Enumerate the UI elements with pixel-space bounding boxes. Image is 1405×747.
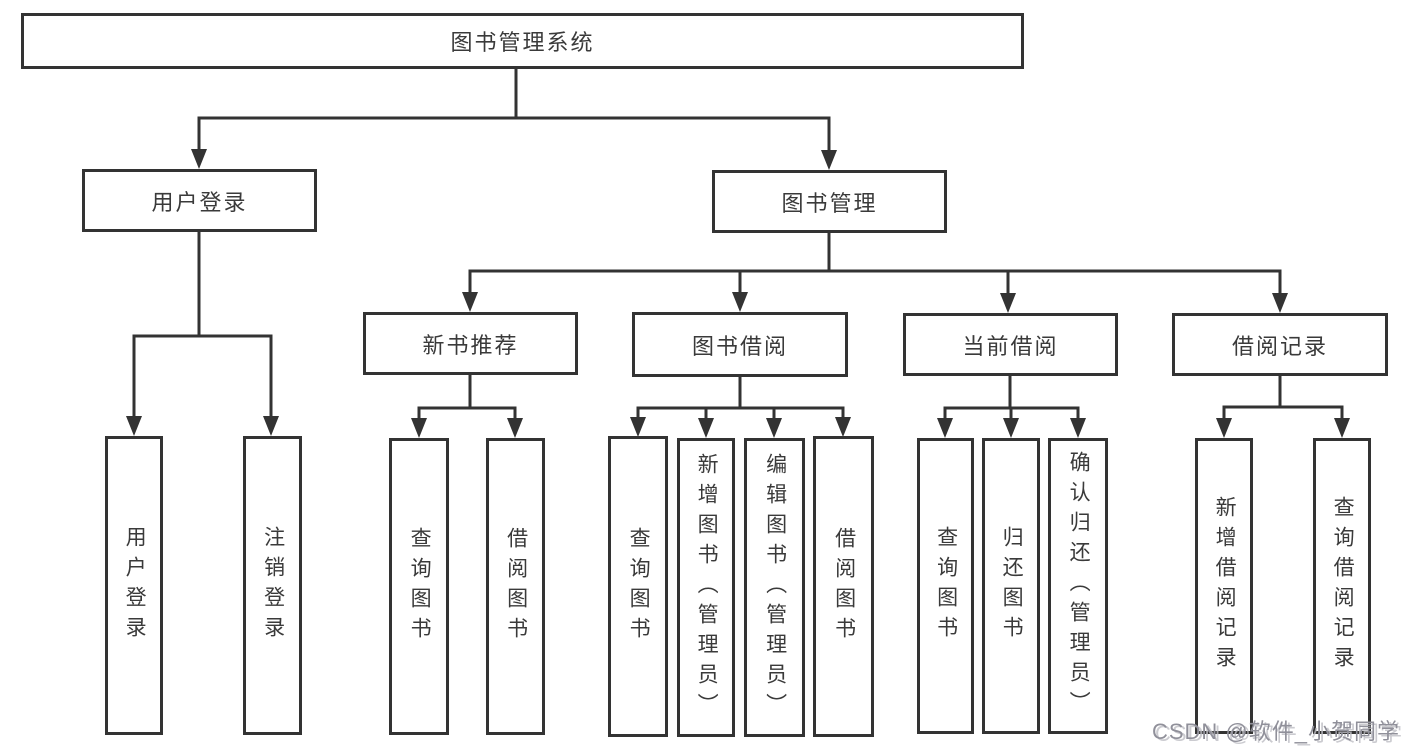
node-current-borrowing-label: 当前借阅	[962, 333, 1059, 359]
leaf-nbr-query-books-label: 查询图书	[408, 526, 432, 647]
leaf-br-add-record: 新增借阅记录	[1195, 438, 1253, 734]
node-book-borrowing-label: 图书借阅	[691, 333, 788, 359]
leaf-nbr-query-books: 查询图书	[389, 438, 449, 735]
node-library-system: 图书管理系统	[21, 13, 1024, 69]
leaf-bb-borrow-books-label: 借阅图书	[832, 526, 856, 647]
node-borrowing-records: 借阅记录	[1172, 313, 1388, 376]
leaf-br-query-record: 查询借阅记录	[1313, 438, 1371, 734]
leaf-cb-confirm-return-admin: 确认归还（管理员）	[1048, 438, 1108, 734]
leaf-cb-query-books: 查询图书	[917, 438, 974, 734]
leaf-bb-query-books: 查询图书	[608, 436, 668, 737]
leaf-logout: 注销登录	[243, 436, 302, 735]
connector-book-management-branch	[462, 231, 1288, 313]
node-library-system-label: 图书管理系统	[450, 30, 595, 55]
leaf-user-login-label: 用户登录	[123, 525, 147, 646]
connector-user-login-branch	[126, 230, 279, 436]
leaf-br-query-record-label: 查询借阅记录	[1331, 496, 1355, 676]
leaf-logout-label: 注销登录	[261, 525, 285, 646]
leaf-cb-return-books: 归还图书	[982, 438, 1040, 734]
node-user-login-label: 用户登录	[151, 189, 248, 215]
node-new-book-recommendation-label: 新书推荐	[422, 332, 519, 358]
node-book-borrowing: 图书借阅	[632, 312, 848, 377]
leaf-bb-add-books-admin-label: 新增图书（管理员）	[695, 452, 719, 723]
leaf-bb-add-books-admin: 新增图书（管理员）	[677, 438, 735, 737]
leaf-nbr-borrow-books: 借阅图书	[486, 438, 545, 735]
connector-root-to-level2	[191, 67, 837, 170]
node-new-book-recommendation: 新书推荐	[363, 312, 578, 375]
connector-borrowing-records-branch	[1216, 374, 1350, 438]
node-current-borrowing: 当前借阅	[903, 313, 1118, 376]
node-book-management: 图书管理	[712, 170, 947, 233]
csdn-watermark: CSDN @软件_小贺同学	[1151, 719, 1400, 744]
leaf-bb-borrow-books: 借阅图书	[813, 436, 874, 737]
leaf-cb-query-books-label: 查询图书	[934, 526, 958, 646]
connector-book-borrowing-branch	[630, 375, 851, 438]
node-user-login: 用户登录	[82, 169, 317, 232]
leaf-bb-query-books-label: 查询图书	[627, 526, 651, 647]
leaf-bb-edit-books-admin: 编辑图书（管理员）	[744, 438, 805, 737]
node-borrowing-records-label: 借阅记录	[1231, 333, 1328, 359]
leaf-br-add-record-label: 新增借阅记录	[1213, 496, 1237, 676]
leaf-cb-confirm-return-admin-label: 确认归还（管理员）	[1067, 451, 1091, 721]
leaf-nbr-borrow-books-label: 借阅图书	[504, 526, 528, 647]
leaf-bb-edit-books-admin-label: 编辑图书（管理员）	[763, 452, 787, 723]
connector-current-borrowing-branch	[937, 374, 1086, 438]
connector-new-book-branch	[411, 373, 523, 438]
node-book-management-label: 图书管理	[781, 190, 878, 216]
leaf-cb-return-books-label: 归还图书	[1000, 526, 1024, 646]
leaf-user-login: 用户登录	[105, 436, 163, 735]
